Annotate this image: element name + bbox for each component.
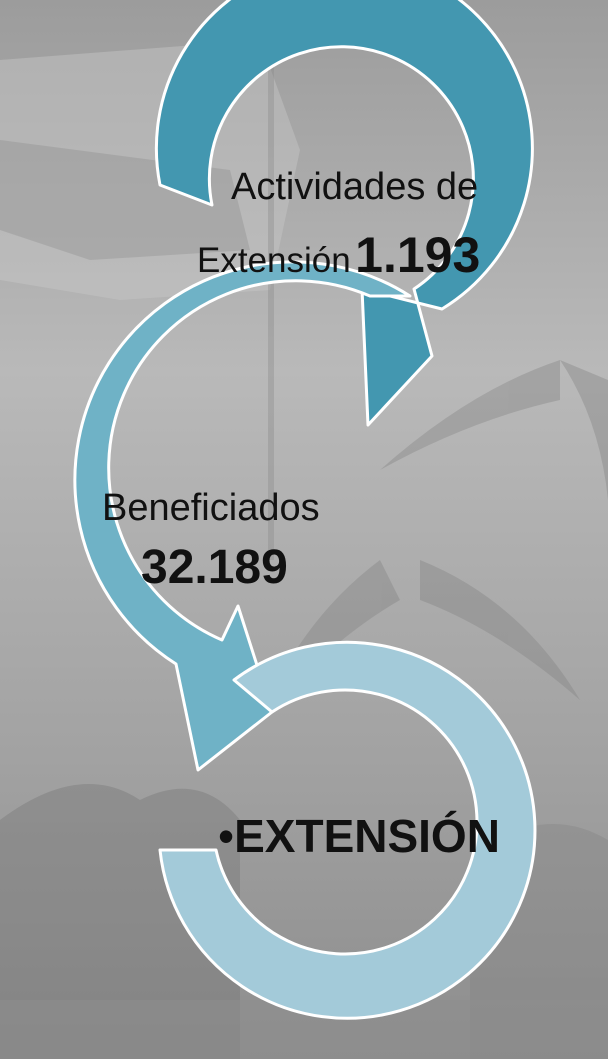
arrow-step-3 (158, 640, 537, 1020)
arrow-step-2 (73, 260, 412, 772)
step-2-value: 32.189 (141, 541, 288, 594)
step-2-label: Beneficiados (102, 487, 320, 529)
step-1-line2-prefix: Extensión (197, 241, 351, 280)
step-3-text: EXTENSIÓN (234, 810, 500, 862)
step-3-bullet: • (218, 810, 235, 862)
arrow-step-1 (154, 0, 534, 427)
step-1-line2: Extensión 1.193 (197, 230, 480, 280)
step-1-value: 1.193 (355, 227, 481, 283)
step-1-line1: Actividades de (231, 166, 479, 208)
step-3-label: •EXTENSIÓN (218, 813, 500, 859)
